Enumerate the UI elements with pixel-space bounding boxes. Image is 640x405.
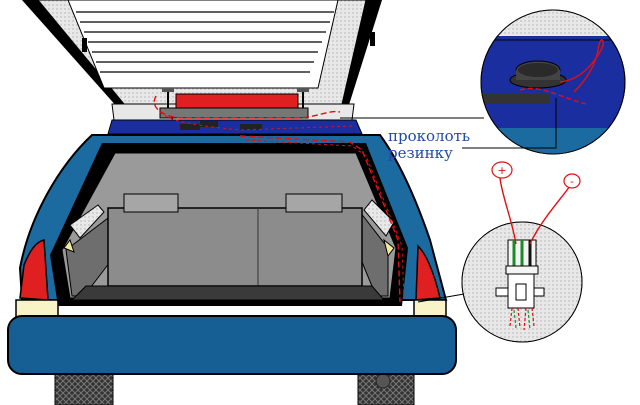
left-speaker-grille bbox=[69, 204, 105, 239]
right-trunk-wall bbox=[359, 210, 389, 297]
hatch-bolts bbox=[162, 88, 309, 108]
rear-seat-back bbox=[107, 207, 363, 287]
trunk-floor bbox=[70, 285, 386, 301]
annotation-pierce-seal: проколоть резинку bbox=[388, 128, 470, 162]
left-headrest bbox=[123, 193, 179, 213]
zoom-detail-connector bbox=[461, 221, 583, 343]
rear-window bbox=[67, 0, 339, 89]
spoiler-band bbox=[107, 119, 363, 135]
positive-marker bbox=[491, 161, 513, 179]
right-headrest bbox=[285, 193, 343, 213]
pierce-leader bbox=[462, 98, 557, 149]
zoom-detail-light bbox=[480, 9, 626, 155]
defroster-lines bbox=[76, 11, 334, 73]
negative-wire bbox=[529, 185, 571, 245]
left-trunk-wall bbox=[65, 213, 113, 297]
annotation-line-2: резинку bbox=[388, 144, 453, 162]
negative-marker bbox=[563, 173, 581, 189]
positive-label: + bbox=[497, 164, 506, 177]
annotation-line-1: проколоть bbox=[388, 127, 471, 145]
negative-label: - bbox=[570, 175, 574, 188]
wire-across-hatch bbox=[153, 95, 341, 119]
rear-bumper bbox=[7, 315, 457, 375]
zoom-bottom-leader bbox=[417, 293, 465, 303]
wire-along-seal bbox=[239, 135, 401, 303]
right-speaker-grille bbox=[363, 199, 395, 237]
tow-hook bbox=[375, 373, 391, 389]
left-tire bbox=[54, 369, 114, 405]
positive-wire bbox=[499, 177, 517, 245]
left-taillight bbox=[19, 239, 49, 301]
